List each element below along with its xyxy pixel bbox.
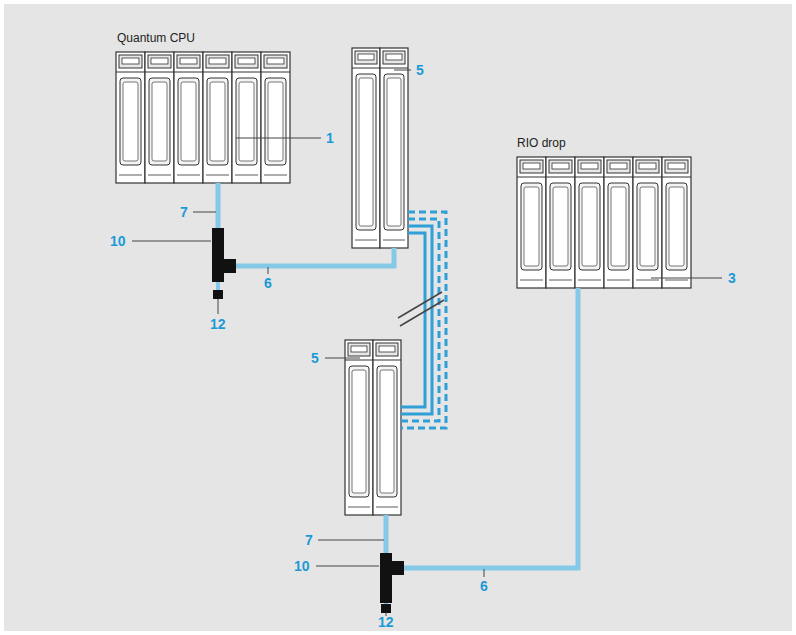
callout-number: 6 xyxy=(264,275,272,291)
terminators xyxy=(213,282,391,613)
tap-connectors xyxy=(212,228,404,603)
rack-heading: Quantum CPU xyxy=(117,31,195,45)
callout-number: 7 xyxy=(305,532,313,548)
rack-slot xyxy=(373,340,401,515)
break-mark xyxy=(398,292,444,326)
fiber-links xyxy=(401,212,446,428)
rack-slot xyxy=(345,340,373,515)
rack-slot xyxy=(517,157,546,288)
leader-lines xyxy=(132,70,722,616)
callout-number: 12 xyxy=(378,614,394,630)
callout-number: 5 xyxy=(311,350,319,366)
rack-modules xyxy=(116,48,691,515)
rack-slot xyxy=(604,157,633,288)
callout-number: 10 xyxy=(294,558,310,574)
callout-number: 10 xyxy=(110,233,126,249)
rack-slot xyxy=(380,48,408,248)
rack-heading: RIO drop xyxy=(517,136,566,150)
rack-slot xyxy=(352,48,380,248)
callout-number: 6 xyxy=(480,578,488,594)
rack-node: RIO drop xyxy=(517,136,566,150)
callout-number: 7 xyxy=(180,204,188,220)
callout-number: 3 xyxy=(728,270,736,286)
rack-slot xyxy=(116,52,145,183)
rack-node: Quantum CPU xyxy=(117,31,195,45)
rack-slot xyxy=(546,157,575,288)
rack-slot xyxy=(633,157,662,288)
rack-slot xyxy=(261,52,290,183)
callout-number: 5 xyxy=(416,62,424,78)
rack-slot xyxy=(662,157,691,288)
rack-slot xyxy=(174,52,203,183)
rack-slot xyxy=(203,52,232,183)
rack-slot xyxy=(145,52,174,183)
rack-slot xyxy=(575,157,604,288)
rack-slot xyxy=(232,52,261,183)
callout-number: 1 xyxy=(326,130,334,146)
coax-cables xyxy=(218,183,578,568)
callout-number: 12 xyxy=(210,316,226,332)
